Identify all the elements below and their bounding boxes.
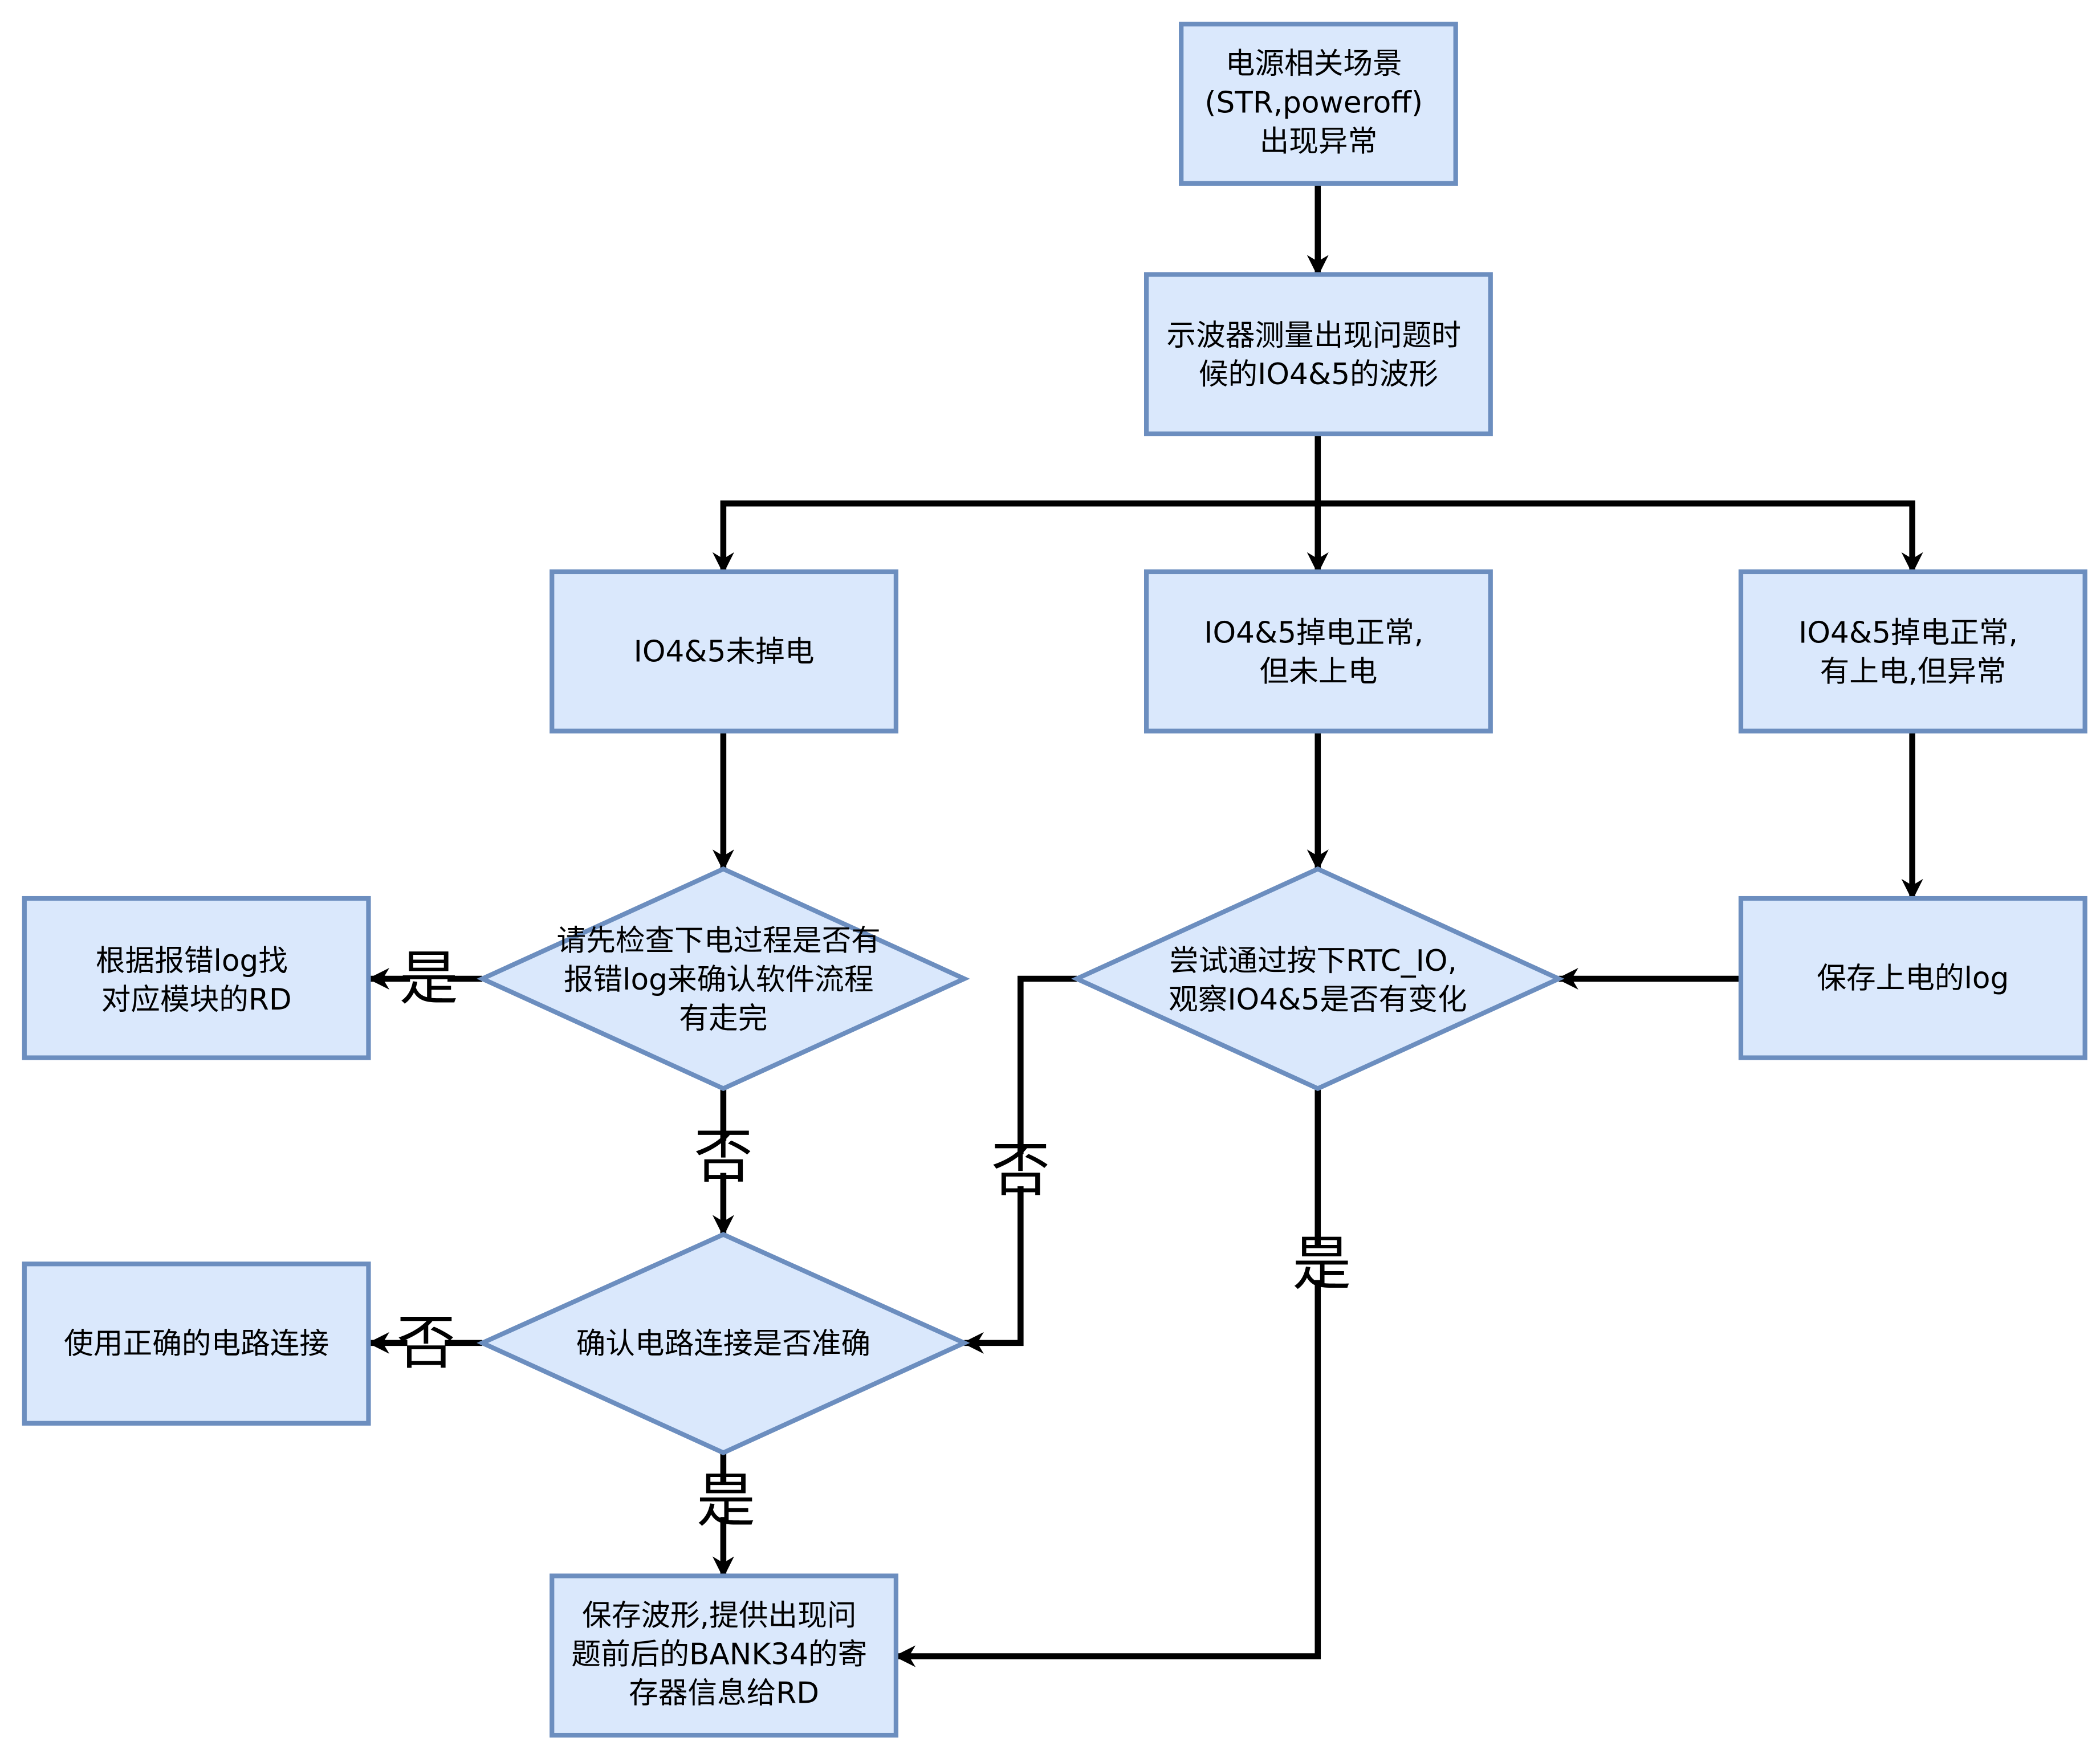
node-up-abnormal: IO4&5掉电正常, 有上电,但异常 xyxy=(1738,569,2087,734)
edge-measure-to-up-abnormal xyxy=(1317,500,1923,574)
node-save-wave-text: 保存波形,提供出现问 题前后的BANK34的寄 存器信息给RD xyxy=(571,1598,876,1710)
node-save-log: 保存上电的log xyxy=(1738,896,2087,1060)
edge-rtc-yes xyxy=(894,1088,1321,1667)
decision-check-log: 请先检查下电过程是否有 报错log来确认软件流程 有走完 xyxy=(477,866,970,1092)
node-save-log-text: 保存上电的log xyxy=(1817,961,2009,995)
node-no-power-down-text: IO4&5未掉电 xyxy=(634,634,815,669)
node-up-abnormal-text: IO4&5掉电正常, 有上电,但异常 xyxy=(1798,616,2027,689)
label-check-log-no: 否 xyxy=(694,1122,752,1191)
node-start: 电源相关场景 (STR,poweroff) 出现异常 xyxy=(1179,22,1458,186)
node-no-power-down: IO4&5未掉电 xyxy=(550,569,898,734)
label-circuit-no: 否 xyxy=(397,1309,455,1377)
node-find-rd: 根据报错log找 对应模块的RD xyxy=(22,896,371,1060)
decision-check-circuit: 确认电路连接是否准确 xyxy=(477,1232,970,1455)
decision-check-circuit-text: 确认电路连接是否准确 xyxy=(576,1327,871,1361)
node-measure-text: 示波器测量出现问题时 候的IO4&5的波形 xyxy=(1166,319,1470,392)
decision-try-rtc-text: 尝试通过按下RTC_IO, 观察IO4&5是否有变化 xyxy=(1169,944,1467,1017)
node-save-wave: 保存波形,提供出现问 题前后的BANK34的寄 存器信息给RD xyxy=(550,1573,898,1738)
decision-try-rtc: 尝试通过按下RTC_IO, 观察IO4&5是否有变化 xyxy=(1071,866,1565,1092)
node-use-correct-text: 使用正确的电路连接 xyxy=(64,1327,329,1361)
node-use-correct: 使用正确的电路连接 xyxy=(22,1261,371,1426)
node-measure: 示波器测量出现问题时 候的IO4&5的波形 xyxy=(1144,272,1493,437)
decision-check-log-text: 请先检查下电过程是否有 报错log来确认软件流程 有走完 xyxy=(557,924,890,1036)
node-down-not-up-text: IO4&5掉电正常, 但未上电 xyxy=(1204,616,1432,689)
label-rtc-no: 否 xyxy=(991,1136,1050,1204)
node-find-rd-text: 根据报错log找 对应模块的RD xyxy=(96,944,297,1017)
edge-labels: 是 否 否 是 否 是 xyxy=(397,945,1352,1535)
edges xyxy=(367,183,1923,1667)
label-rtc-yes: 是 xyxy=(1292,1230,1351,1298)
label-circuit-yes: 是 xyxy=(697,1467,755,1535)
label-check-log-yes: 是 xyxy=(399,945,458,1013)
node-down-not-up: IO4&5掉电正常, 但未上电 xyxy=(1144,569,1493,734)
node-start-text: 电源相关场景 (STR,poweroff) 出现异常 xyxy=(1204,47,1432,158)
edge-measure-to-no-power-down xyxy=(712,434,1321,574)
